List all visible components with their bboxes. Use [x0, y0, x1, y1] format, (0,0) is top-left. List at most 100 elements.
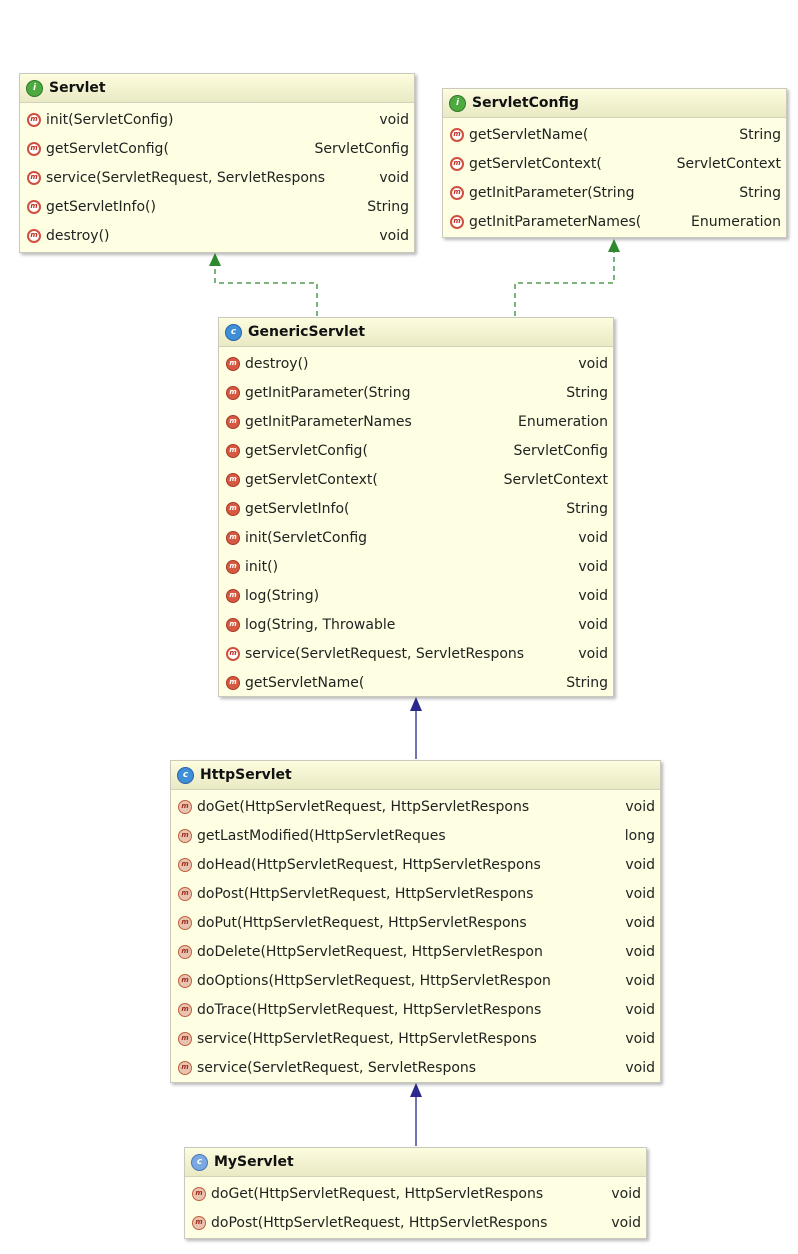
servlet-members: m init(ServletConfig) void m getServletC…	[20, 103, 414, 250]
return-type: long	[624, 827, 655, 844]
servletconfig-interface-box[interactable]: i ServletConfig m getServletName( String…	[442, 88, 787, 238]
method-name: getServletConfig(	[245, 442, 368, 459]
method-row[interactable]: m getServletInfo( String	[219, 494, 613, 523]
method-row[interactable]: m getInitParameter(String String	[443, 178, 786, 207]
method-name: getServletInfo()	[46, 198, 156, 215]
return-type: void	[625, 972, 655, 989]
servlet-interface-box[interactable]: i Servlet m init(ServletConfig) void m g…	[19, 73, 415, 253]
return-type: ServletContext	[503, 471, 608, 488]
method-name: getInitParameterNames(	[469, 213, 642, 230]
abstract-class-icon: c	[225, 323, 242, 341]
method-name: getServletInfo(	[245, 500, 350, 517]
method-name: doPut(HttpServletRequest, HttpServletRes…	[197, 914, 527, 931]
method-row[interactable]: m service(ServletRequest, ServletRespons…	[171, 1053, 660, 1082]
method-row[interactable]: m service(ServletRequest, ServletRespons…	[20, 163, 414, 192]
method-row[interactable]: m getServletName( String	[219, 668, 613, 697]
return-type: void	[578, 558, 608, 575]
return-type: void	[625, 1001, 655, 1018]
method-row[interactable]: m getServletContext( ServletContext	[443, 149, 786, 178]
method-name: getInitParameterNames	[245, 413, 412, 430]
return-type: String	[566, 384, 608, 401]
abstract-method-icon: m	[450, 214, 464, 229]
return-type: Enumeration	[518, 413, 608, 430]
method-name: destroy()	[245, 355, 309, 372]
httpservlet-members: m doGet(HttpServletRequest, HttpServletR…	[171, 790, 660, 1082]
method-row[interactable]: m service(HttpServletRequest, HttpServle…	[171, 1024, 660, 1053]
public-method-icon: m	[226, 530, 240, 545]
method-name: destroy()	[46, 227, 110, 244]
method-name: getServletConfig(	[46, 140, 169, 157]
myservlet-class-box[interactable]: c MyServlet m doGet(HttpServletRequest, …	[184, 1147, 647, 1239]
return-type: void	[625, 914, 655, 931]
method-name: init(ServletConfig	[245, 529, 368, 546]
abstract-class-icon: c	[177, 766, 194, 784]
method-row[interactable]: m service(ServletRequest, ServletRespons…	[219, 639, 613, 668]
return-type: String	[367, 198, 409, 215]
method-row[interactable]: m getServletContext( ServletContext	[219, 465, 613, 494]
method-row[interactable]: m init() void	[219, 552, 613, 581]
public-method-icon: m	[226, 385, 240, 400]
method-name: init()	[245, 558, 279, 575]
return-type: void	[625, 1030, 655, 1047]
return-type: void	[578, 355, 608, 372]
myservlet-members: m doGet(HttpServletRequest, HttpServletR…	[185, 1177, 646, 1237]
method-row[interactable]: m getInitParameter(String String	[219, 378, 613, 407]
return-type: ServletConfig	[513, 442, 608, 459]
return-type: void	[625, 885, 655, 902]
method-row[interactable]: m doTrace(HttpServletRequest, HttpServle…	[171, 995, 660, 1024]
abstract-method-icon: m	[450, 127, 464, 142]
return-type: String	[566, 674, 608, 691]
method-name: service(ServletRequest, ServletRespons	[245, 645, 525, 662]
public-method-icon: m	[226, 617, 240, 632]
method-row[interactable]: m getServletInfo() String	[20, 192, 414, 221]
httpservlet-class-box[interactable]: c HttpServlet m doGet(HttpServletRequest…	[170, 760, 661, 1083]
public-method-icon: m	[226, 588, 240, 603]
method-name: doPost(HttpServletRequest, HttpServletRe…	[211, 1214, 548, 1231]
generic-to-servlet-arrowhead	[209, 253, 221, 266]
public-method-icon: m	[226, 356, 240, 371]
method-row[interactable]: m doPost(HttpServletRequest, HttpServlet…	[171, 879, 660, 908]
public-method-icon: m	[226, 472, 240, 487]
method-row[interactable]: m getServletConfig( ServletConfig	[219, 436, 613, 465]
servletconfig-members: m getServletName( String m getServletCon…	[443, 118, 786, 236]
method-row[interactable]: m getServletConfig( ServletConfig	[20, 134, 414, 163]
method-row[interactable]: m getLastModified(HttpServletReques long	[171, 821, 660, 850]
return-type: String	[739, 126, 781, 143]
genericservlet-class-box[interactable]: c GenericServlet m destroy() void m getI…	[218, 317, 614, 697]
method-row[interactable]: m doOptions(HttpServletRequest, HttpServ…	[171, 966, 660, 995]
method-row[interactable]: m doPut(HttpServletRequest, HttpServletR…	[171, 908, 660, 937]
servlet-header: i Servlet	[20, 74, 414, 103]
method-row[interactable]: m doPost(HttpServletRequest, HttpServlet…	[185, 1208, 646, 1237]
method-row[interactable]: m destroy() void	[219, 349, 613, 378]
interface-icon: i	[26, 79, 43, 97]
method-name: getServletContext(	[245, 471, 378, 488]
class-icon: c	[191, 1153, 208, 1171]
return-type: void	[625, 856, 655, 873]
protected-method-icon: m	[192, 1215, 206, 1230]
method-name: getServletContext(	[469, 155, 602, 172]
method-row[interactable]: m doHead(HttpServletRequest, HttpServlet…	[171, 850, 660, 879]
genericservlet-header: c GenericServlet	[219, 318, 613, 347]
method-row[interactable]: m doGet(HttpServletRequest, HttpServletR…	[171, 792, 660, 821]
myservlet-title: MyServlet	[214, 1154, 294, 1170]
method-row[interactable]: m init(ServletConfig void	[219, 523, 613, 552]
method-row[interactable]: m log(String) void	[219, 581, 613, 610]
return-type: String	[566, 500, 608, 517]
protected-method-icon: m	[178, 799, 192, 814]
protected-method-icon: m	[178, 1002, 192, 1017]
method-name: service(ServletRequest, ServletRespons	[197, 1059, 477, 1076]
method-name: init(ServletConfig)	[46, 111, 174, 128]
method-row[interactable]: m doGet(HttpServletRequest, HttpServletR…	[185, 1179, 646, 1208]
method-row[interactable]: m log(String, Throwable void	[219, 610, 613, 639]
genericservlet-title: GenericServlet	[248, 324, 366, 340]
method-row[interactable]: m getServletName( String	[443, 120, 786, 149]
public-method-icon: m	[226, 443, 240, 458]
method-row[interactable]: m destroy() void	[20, 221, 414, 250]
method-row[interactable]: m init(ServletConfig) void	[20, 105, 414, 134]
genericservlet-members: m destroy() void m getInitParameter(Stri…	[219, 347, 613, 697]
protected-method-icon: m	[192, 1186, 206, 1201]
return-type: void	[379, 169, 409, 186]
method-row[interactable]: m getInitParameterNames( Enumeration	[443, 207, 786, 236]
method-row[interactable]: m doDelete(HttpServletRequest, HttpServl…	[171, 937, 660, 966]
method-row[interactable]: m getInitParameterNames Enumeration	[219, 407, 613, 436]
